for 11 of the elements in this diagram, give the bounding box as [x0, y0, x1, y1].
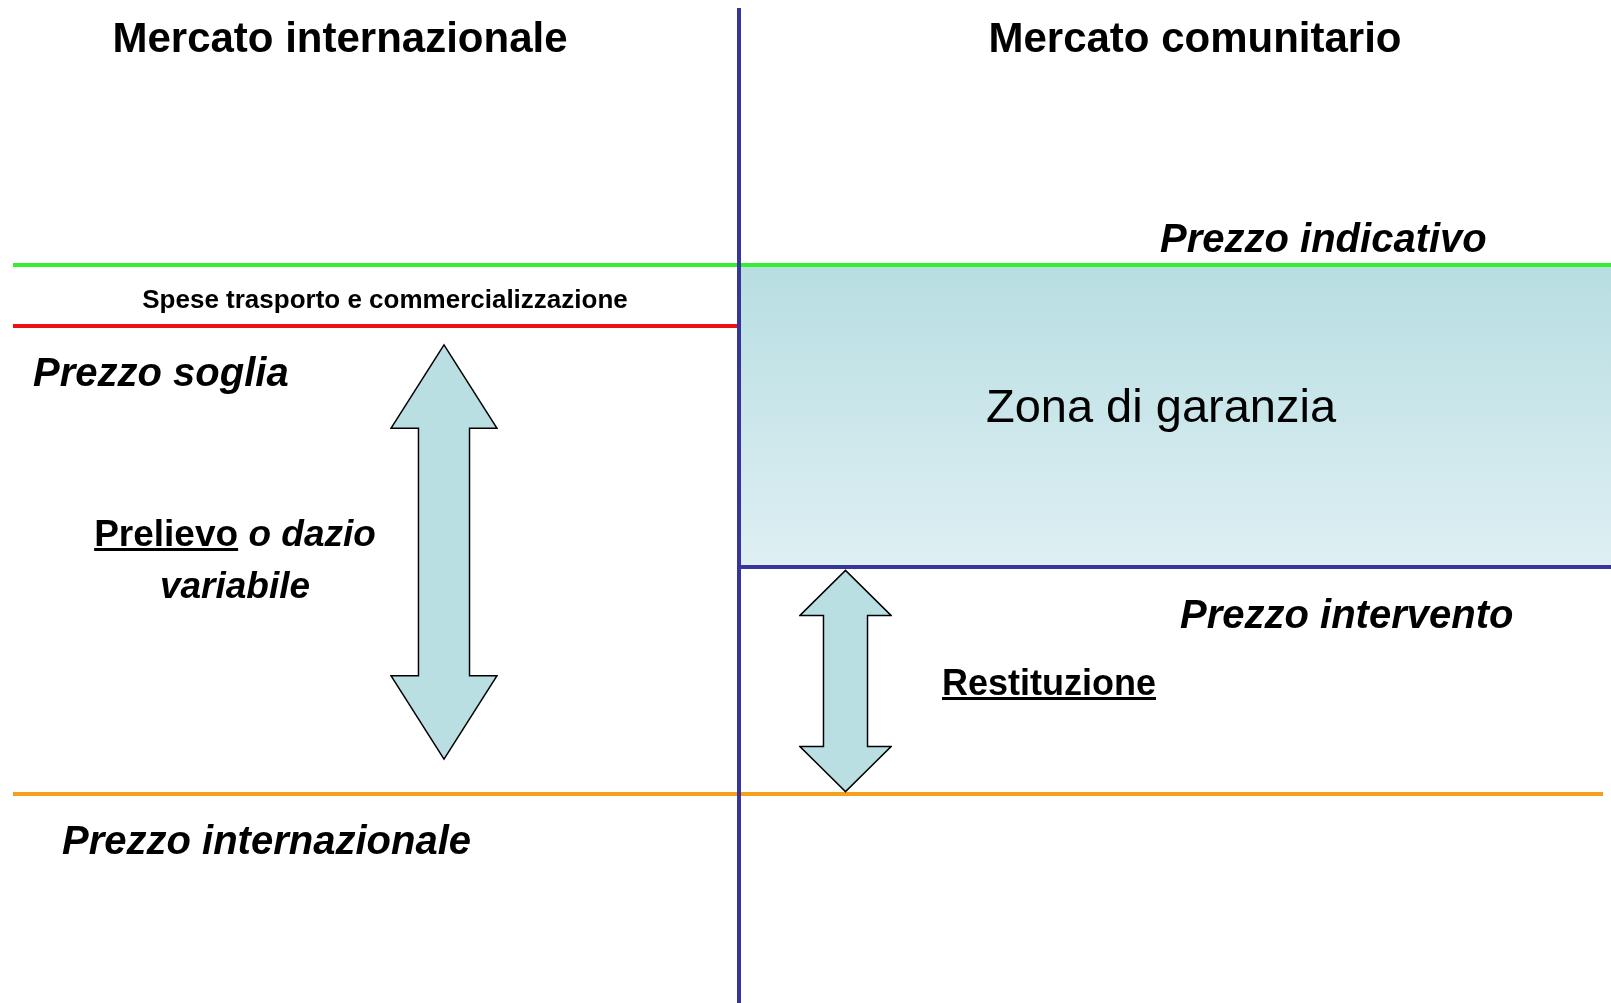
- guarantee-zone-box: [741, 267, 1611, 569]
- column-heading: Mercato comunitario: [987, 13, 1403, 63]
- arrow-caption: Restituzione: [942, 661, 1157, 705]
- cost-label: Spese trasporto e commercializzazione: [141, 283, 629, 316]
- price-label: Prezzo intervento: [1180, 591, 1515, 638]
- arrow-caption: Prelievo o dazio variabile: [93, 512, 377, 608]
- column-heading: Mercato internazionale: [111, 13, 569, 63]
- zone-label: Zona di garanzia: [985, 377, 1337, 434]
- price-label: Prezzo indicativo: [1160, 215, 1488, 262]
- price-label: Prezzo internazionale: [62, 817, 472, 864]
- price-label: Prezzo soglia: [33, 349, 290, 396]
